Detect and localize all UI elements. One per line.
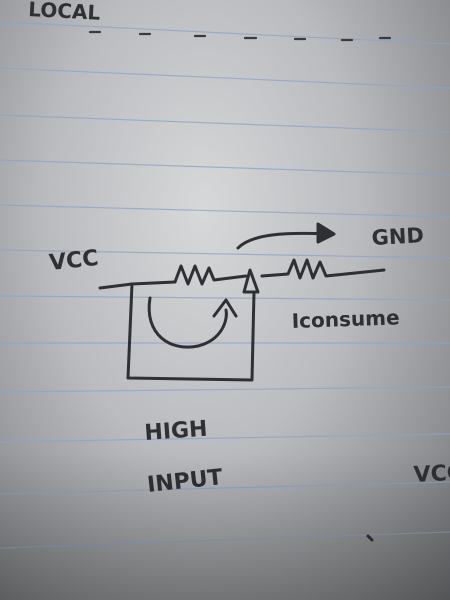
loop-arrow: [147, 296, 228, 349]
loop-arrow-head: [212, 298, 238, 318]
header-dashes: [88, 30, 392, 42]
current-arrow: [236, 231, 332, 250]
resistor-2: [260, 258, 386, 280]
iconsume-label: Iconsume: [291, 305, 400, 333]
pen-mark: [366, 534, 374, 542]
ruled-lines: [0, 21, 450, 549]
vcc-left-label: VCC: [48, 246, 100, 276]
circuit: [98, 222, 386, 542]
input-label: INPUT: [146, 465, 224, 498]
resistor-1: [173, 264, 248, 286]
current-arrow-head: [316, 222, 336, 244]
high-label: HIGH: [144, 417, 209, 446]
gnd-label: GND: [371, 223, 424, 250]
loop-box: [126, 282, 256, 382]
node-marker: [242, 268, 260, 294]
vcc-wire: [98, 280, 177, 290]
vcc-right-label: VCC: [413, 460, 450, 488]
header-text: LOCAL: [28, 0, 101, 25]
